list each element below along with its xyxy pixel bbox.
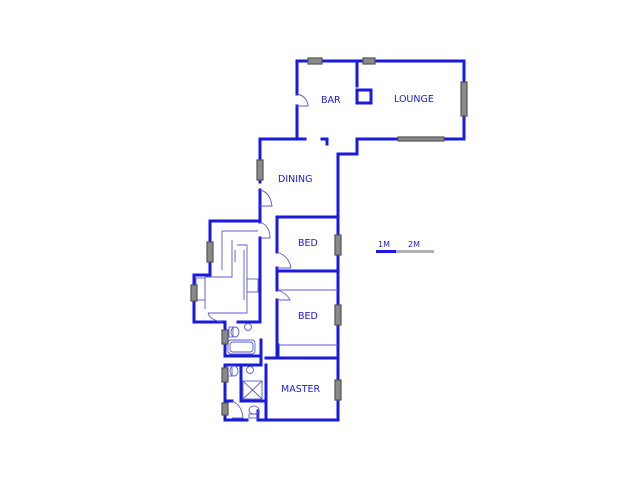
window-bath-2 [221, 367, 229, 383]
shower [242, 380, 263, 400]
window-bath-1 [221, 329, 229, 345]
toilet-2 [229, 365, 239, 377]
toilet-1 [230, 326, 240, 338]
bath-tub [227, 339, 256, 355]
bath-tub-inner [229, 341, 254, 353]
window-bath-3 [221, 402, 229, 416]
fixtures [204, 93, 338, 419]
door-arc-dining [259, 189, 273, 207]
window-master [334, 379, 342, 401]
stove [246, 278, 259, 293]
scale-bar: 1M 2M [376, 240, 434, 253]
room-label-bed2: BED [298, 311, 318, 322]
room-label-dining: DINING [278, 174, 313, 185]
passage-line [278, 289, 338, 346]
scale-segment-2m [396, 250, 434, 253]
window-lounge-top [362, 57, 376, 65]
room-label-master: MASTER [281, 384, 321, 395]
kitchen-counter-2 [234, 250, 245, 300]
scale-segment-1m [376, 250, 396, 253]
door-arc-bar [296, 93, 309, 107]
master-wall [264, 343, 280, 360]
walls [192, 59, 466, 422]
window-kitchen-left [206, 241, 214, 263]
bath-walls [223, 320, 268, 422]
shower-cross [242, 380, 263, 400]
window-bar-top [307, 57, 323, 65]
room-label-bar: BAR [321, 95, 341, 106]
windows [190, 57, 468, 416]
door-arc-bed1 [276, 251, 292, 269]
window-lounge-right [460, 81, 468, 117]
window-lounge-bottom [397, 136, 445, 142]
toilet-3-tank [248, 413, 260, 419]
basin-2 [246, 366, 254, 374]
room-label-bed1: BED [298, 238, 318, 249]
bar-wall [355, 59, 373, 105]
kitchen-wall [236, 219, 262, 324]
window-bed2 [334, 304, 342, 326]
window-kitchen-low [190, 284, 198, 302]
outer-wall [192, 59, 466, 422]
basin-1 [244, 323, 252, 331]
door-arc-bath [231, 400, 244, 419]
sanitary [195, 277, 260, 419]
bar-lower-wall [295, 137, 329, 146]
scale-label-2m: 2M [408, 240, 420, 249]
window-bed1 [334, 234, 342, 256]
door-arc-kitchen [259, 221, 271, 239]
scale-label-1m: 1M [378, 240, 390, 249]
room-label-lounge: LOUNGE [394, 94, 434, 105]
door-arc-bed2 [276, 289, 291, 301]
door-arc-kitchen-out [207, 312, 223, 323]
window-dining [256, 159, 264, 181]
toilet-1-tank [228, 326, 234, 338]
